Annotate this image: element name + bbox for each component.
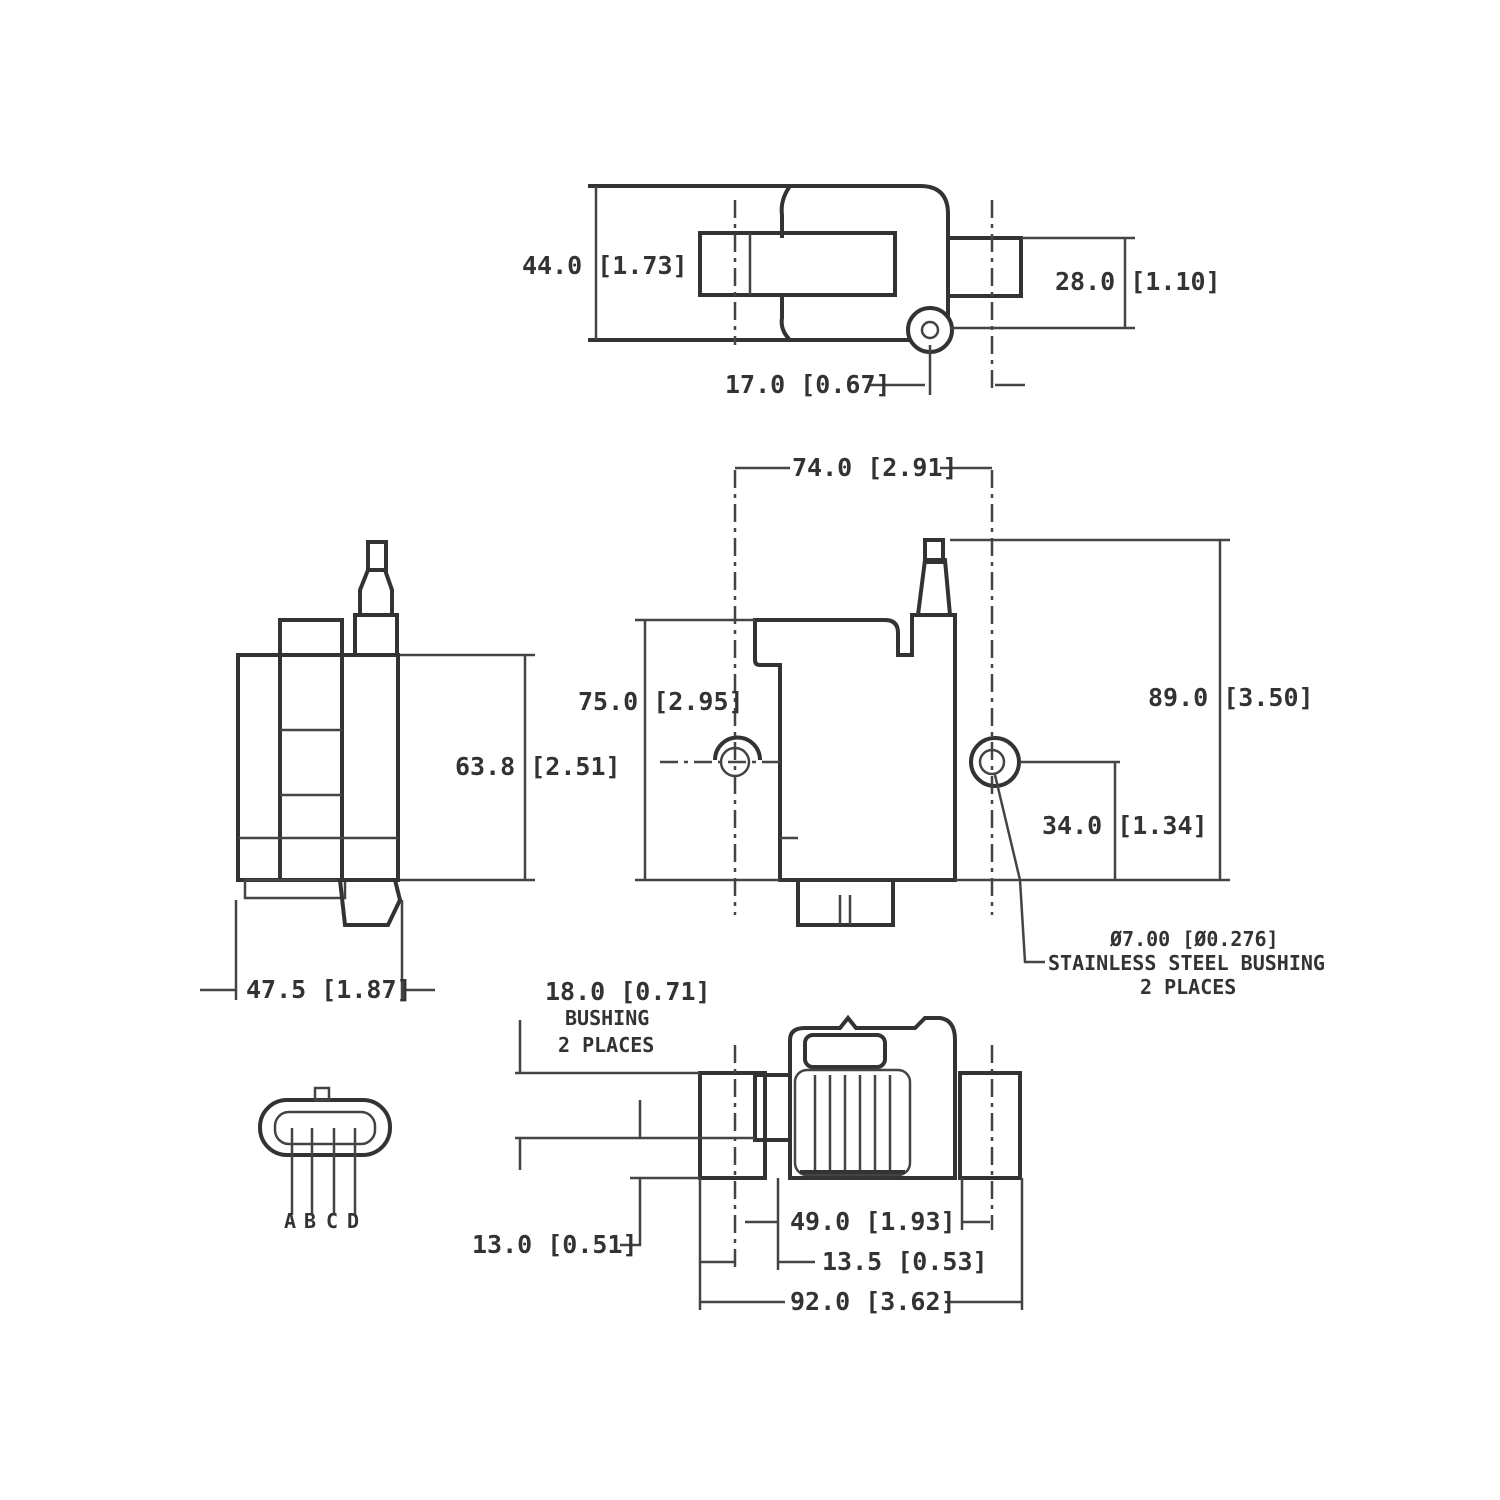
- bottom-bushing-qty: 2 PLACES: [558, 1033, 654, 1057]
- dim-connector-width: 49.0 [1.93]: [790, 1207, 956, 1236]
- pin-c: C: [326, 1209, 338, 1233]
- pin-a: A: [284, 1209, 296, 1233]
- dim-bottom-offset: 13.0 [0.51]: [472, 1230, 638, 1259]
- dim-bushing-offset: 13.5 [0.53]: [822, 1247, 988, 1276]
- pin-b: B: [304, 1209, 316, 1233]
- dim-hole-spacing: 74.0 [2.91]: [792, 453, 958, 482]
- dim-side-depth: 47.5 [1.87]: [246, 975, 412, 1004]
- front-view: [635, 466, 1230, 964]
- top-view: [588, 184, 1135, 395]
- connector-pinout: [258, 1086, 392, 1215]
- dim-top-width: 44.0 [1.73]: [522, 251, 688, 280]
- bottom-bushing-size: 18.0 [0.71]: [545, 977, 711, 1006]
- bushing-note-qty: 2 PLACES: [1140, 975, 1236, 999]
- dim-top-tab-height: 28.0 [1.10]: [1055, 267, 1221, 296]
- dim-overall-height: 89.0 [3.50]: [1148, 683, 1314, 712]
- dim-side-height: 63.8 [2.51]: [455, 752, 621, 781]
- bottom-view: [515, 1014, 1024, 1310]
- pin-d: D: [347, 1209, 359, 1233]
- bushing-note-material: STAINLESS STEEL BUSHING: [1048, 951, 1325, 975]
- bushing-note-size: Ø7.00 [Ø0.276]: [1109, 927, 1279, 951]
- side-view: [200, 540, 535, 1000]
- dim-overall-width: 92.0 [3.62]: [790, 1287, 956, 1316]
- dim-body-height: 75.0 [2.95]: [578, 687, 744, 716]
- dim-top-offset: 17.0 [0.67]: [725, 370, 891, 399]
- dim-hole-height: 34.0 [1.34]: [1042, 811, 1208, 840]
- bottom-bushing-label: BUSHING: [565, 1006, 649, 1030]
